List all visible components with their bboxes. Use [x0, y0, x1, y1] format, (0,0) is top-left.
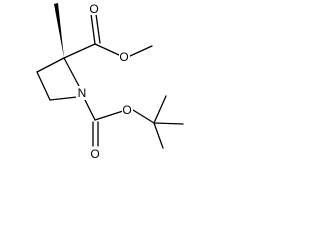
bond-n1-c2 — [63, 57, 81, 89]
atom-labels: O O N O O — [76, 2, 133, 161]
boc-carbamate-group — [83, 95, 184, 149]
svg-text:O: O — [89, 2, 98, 16]
bond-carbamate-carbon-oxygen — [94, 110, 124, 121]
bond-c4-n1 — [49, 96, 78, 101]
bond-oxygen-methyl — [129, 45, 153, 57]
ring-nitrogen-label: N — [76, 86, 88, 100]
svg-text:N: N — [78, 86, 87, 100]
methyl-ester-group — [63, 13, 153, 59]
svg-text:O: O — [90, 147, 99, 161]
bond-ester-carbon-oxygen — [94, 43, 120, 56]
svg-text:O: O — [122, 103, 131, 117]
ester-ether-oxygen-label: O — [119, 50, 130, 64]
bond-c2-ester-carbon — [63, 43, 96, 59]
carbamate-ether-oxygen-label: O — [122, 103, 133, 117]
tert-butyl-methyl-up — [153, 95, 167, 124]
tert-butyl-methyl-right — [153, 122, 184, 125]
methyl-wedge-bond — [54, 3, 64, 58]
bond-n1-carbamate-carbon — [83, 97, 96, 121]
ester-carbonyl-oxygen-label: O — [89, 2, 100, 16]
bond-oxygen-tert-carbon — [132, 109, 155, 124]
bond-c2-c3 — [36, 57, 65, 73]
ester-double-bond-b — [95, 13, 101, 44]
svg-text:O: O — [119, 50, 128, 64]
bond-c3-c4 — [36, 71, 51, 101]
ester-double-bond-a — [90, 13, 96, 45]
chemical-structure: O O N O O — [36, 2, 184, 161]
tert-butyl-methyl-down — [153, 122, 164, 149]
azetidine-ring — [36, 57, 81, 101]
carbamate-carbonyl-oxygen-label: O — [89, 147, 100, 161]
